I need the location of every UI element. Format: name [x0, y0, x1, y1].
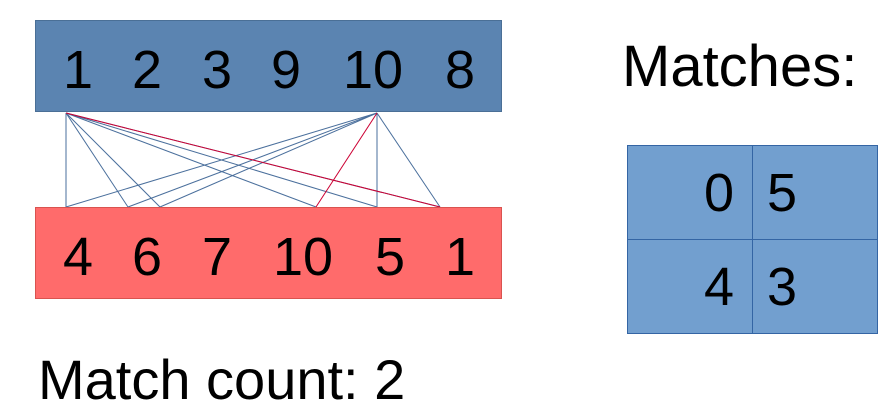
- bottom-array-value: 10: [272, 227, 334, 287]
- bottom-array-value: 5: [374, 227, 406, 287]
- top-array-value: 2: [131, 40, 163, 100]
- bottom-array-value: 4: [62, 227, 94, 287]
- bottom-array-value: 7: [201, 227, 233, 287]
- match-cell: 5: [752, 145, 878, 240]
- match-count: Match count: 2: [38, 348, 406, 411]
- comparison-line: [127, 112, 378, 208]
- comparison-line: [65, 112, 441, 208]
- match-cell: 3: [752, 239, 878, 334]
- matches-table: 0 5 4 3: [627, 145, 878, 334]
- comparison-line: [65, 112, 378, 208]
- comparison-line: [65, 112, 378, 208]
- top-array-value: 9: [270, 40, 302, 100]
- match-line: [65, 112, 441, 208]
- bottom-array-value: 6: [131, 227, 163, 287]
- top-array-value: 10: [342, 40, 404, 100]
- comparison-line: [65, 112, 317, 208]
- matches-title: Matches:: [622, 34, 858, 99]
- bottom-array-value: 1: [444, 227, 476, 287]
- match-line: [315, 112, 378, 208]
- comparison-line: [159, 112, 378, 208]
- top-array-value: 1: [62, 40, 94, 100]
- comparison-line: [65, 112, 129, 208]
- top-array-value: 8: [444, 40, 476, 100]
- matches-row: 0 5: [627, 145, 878, 240]
- match-cell: 0: [627, 145, 753, 240]
- comparison-line: [65, 112, 161, 208]
- top-array-value: 3: [201, 40, 233, 100]
- matches-row: 4 3: [627, 239, 878, 334]
- comparison-line: [376, 112, 441, 208]
- match-cell: 4: [627, 239, 753, 334]
